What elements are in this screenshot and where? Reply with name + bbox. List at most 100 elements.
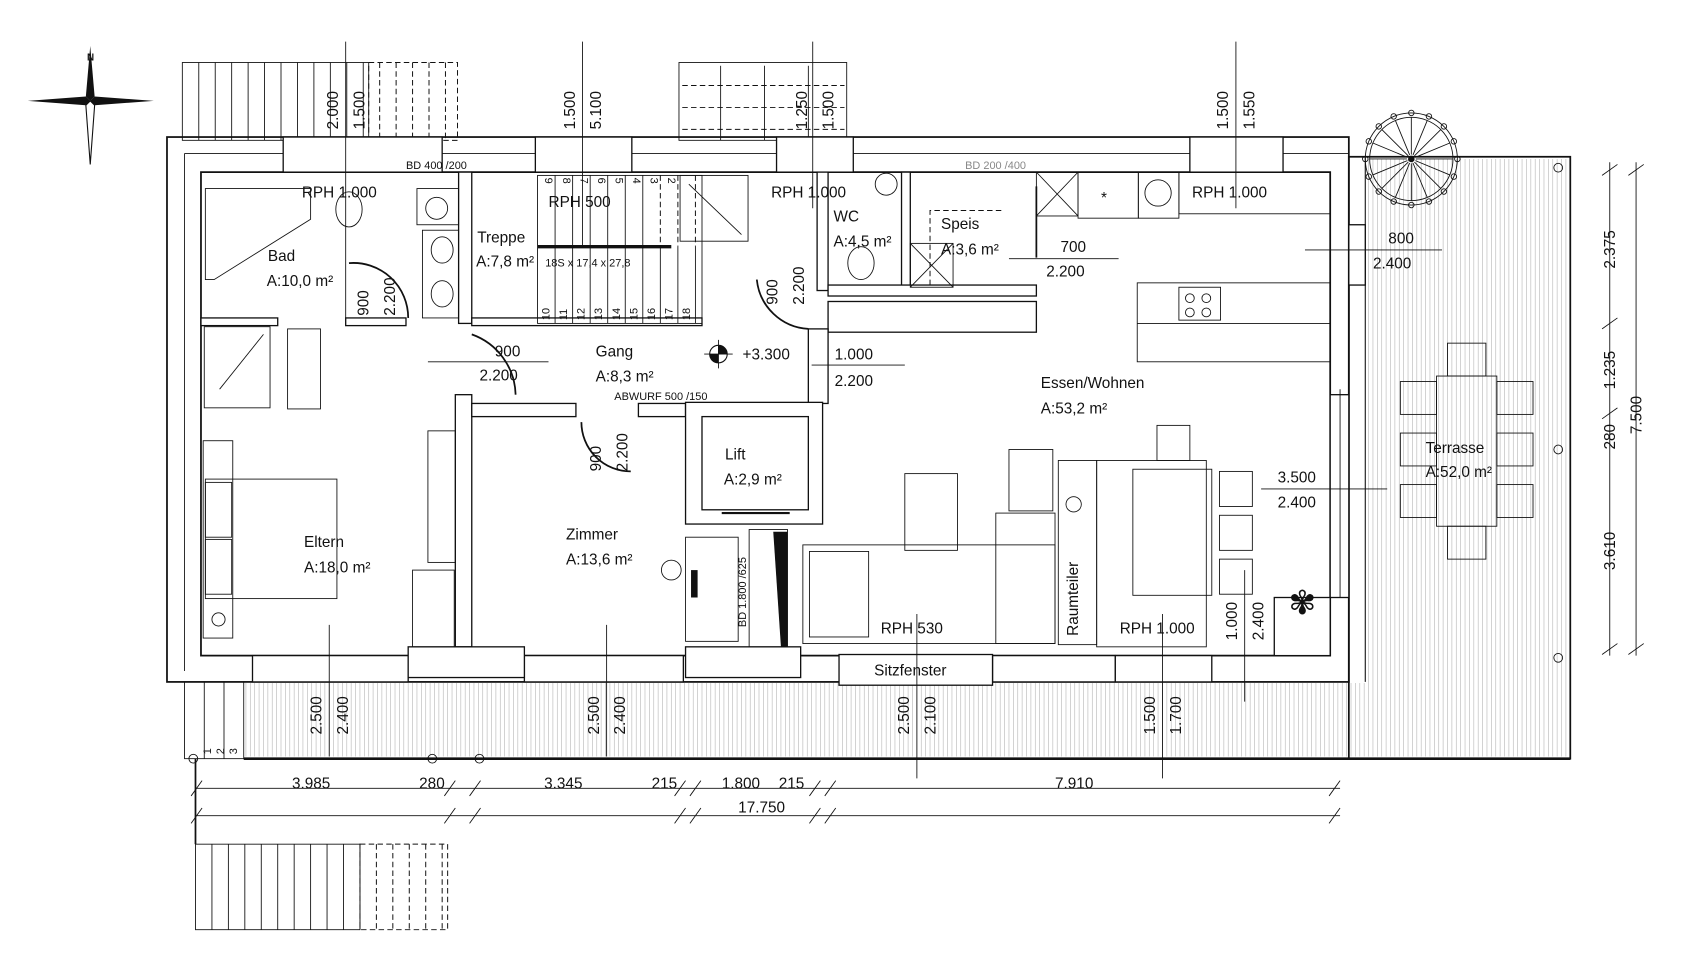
room-gang-area: A:8,3 m² (596, 369, 654, 386)
spiral-stair (1362, 109, 1461, 209)
dim-segment: 3.610 (1602, 532, 1619, 570)
kitchen-island (1136, 282, 1331, 363)
rph-bad: RPH 1.000 (302, 184, 377, 201)
door-dim-height: 2.200 (479, 367, 517, 384)
room-gang-name: Gang (596, 343, 634, 360)
window-dim-height: 5.100 (588, 91, 605, 129)
stair-spec: 18S x 17,4 x 27,8 (545, 257, 630, 269)
dimension-chain (190, 780, 1341, 824)
stair-number: 3 (647, 178, 659, 184)
dim-tick (190, 780, 203, 797)
external-stair-left (184, 681, 245, 760)
sitzfenster-box (838, 653, 994, 686)
baluster (1454, 155, 1461, 163)
dining-table (1132, 468, 1213, 596)
level-label: +3.300 (743, 347, 790, 364)
plant-icon: ✾ (1289, 584, 1317, 621)
dim-tick (809, 807, 821, 824)
window-dim-height: 2.100 (923, 696, 940, 734)
room-eltern-area: A:18,0 m² (304, 559, 370, 576)
dim-segment: 7.910 (1055, 775, 1093, 792)
window-dim-sill: 1.500 (1142, 696, 1159, 734)
window-dim-sill: 1.500 (562, 91, 579, 129)
cooktop-icon (1178, 286, 1221, 321)
dim-tick (469, 780, 481, 797)
stair-number: 3 (228, 748, 240, 754)
stair-number: 14 (611, 308, 623, 320)
dim-tick (809, 780, 821, 797)
rph-treppe: RPH 500 (549, 194, 611, 211)
baluster (1425, 198, 1433, 205)
sitzfenster-label: Sitzfenster (874, 662, 946, 679)
sink-icon (425, 196, 449, 220)
spiral-tread (1414, 129, 1442, 157)
dim-segment: 280 (1602, 424, 1619, 450)
door-swing (755, 279, 809, 330)
dim-tick (1328, 780, 1341, 797)
terrace-posts (188, 162, 1564, 764)
toilet-icon (847, 246, 875, 281)
dim-segment: 1.235 (1602, 351, 1619, 389)
dim-segment: 215 (779, 775, 805, 792)
window-dim-sill: 1.500 (1215, 91, 1232, 129)
door-dim-height: 2.400 (1250, 602, 1267, 640)
dim-segment: 3.345 (544, 775, 582, 792)
stair-number: 10 (541, 308, 553, 320)
door-dim-height: 2.400 (1373, 256, 1411, 273)
window-dim-sill: 2.500 (896, 696, 913, 734)
stair-number: 11 (558, 309, 570, 320)
room-zimmer-area: A:13,6 m² (566, 552, 632, 569)
spiral-tread (1414, 161, 1442, 189)
stair-number: 1 (202, 748, 214, 754)
windows (251, 136, 1366, 683)
dim-tick (689, 780, 702, 797)
baluster (1408, 109, 1415, 117)
spiral-tread (1415, 160, 1450, 176)
bed (204, 478, 338, 600)
internal-stair (537, 174, 703, 324)
stair-number: 7 (577, 178, 589, 184)
baluster (1425, 113, 1433, 120)
level-marker-icon (704, 339, 733, 369)
window-dim-height: 1.550 (1242, 91, 1259, 129)
kitchen: * (909, 171, 1331, 363)
door-dimension-lines (427, 249, 1443, 490)
room-terrasse-name: Terrasse (1426, 440, 1485, 457)
baluster (1450, 173, 1458, 180)
door-dim-width: 1.000 (1224, 602, 1241, 640)
toilet-icon (335, 191, 363, 228)
baluster (1450, 138, 1458, 145)
dim-tick (1601, 407, 1618, 420)
bathtub-icon (204, 188, 312, 281)
dim-segment: 1.800 (722, 775, 760, 792)
extractor-icon: * (1101, 190, 1107, 207)
stair-number: 5 (612, 178, 624, 184)
room-terrasse-area: A:52,0 m² (1426, 464, 1492, 481)
stair-number: 4 (630, 178, 642, 184)
room-speis-name: Speis (941, 216, 980, 233)
dim-tick (1601, 317, 1618, 330)
terrace-deck-right (1368, 158, 1567, 757)
stair-number: 13 (593, 308, 605, 320)
rph-sofa: RPH 530 (881, 621, 943, 638)
shower-icon (203, 326, 271, 409)
door-dim-height: 2.200 (835, 373, 873, 390)
room-wc-area: A:4,5 m² (834, 234, 892, 251)
terrace-furniture (1399, 342, 1534, 560)
stair-number: 12 (576, 308, 588, 320)
rph-kitchen: RPH 1.000 (1192, 184, 1267, 201)
eltern-furniture (202, 430, 456, 648)
door-dim-width: 800 (1388, 230, 1414, 247)
sink-icon (430, 236, 454, 264)
bd-top-left: BD 400 /200 (406, 160, 467, 172)
sink-icon (874, 172, 898, 196)
window-dim-height: 1.700 (1168, 696, 1185, 734)
dim-total: 7.500 (1629, 396, 1646, 434)
window-dim-height: 1.500 (821, 91, 838, 129)
stair-number: 8 (560, 178, 572, 184)
dim-tick (1601, 643, 1618, 655)
room-treppe-name: Treppe (477, 229, 525, 246)
window-dim-height: 2.400 (335, 696, 352, 734)
sink-icon (430, 280, 454, 308)
